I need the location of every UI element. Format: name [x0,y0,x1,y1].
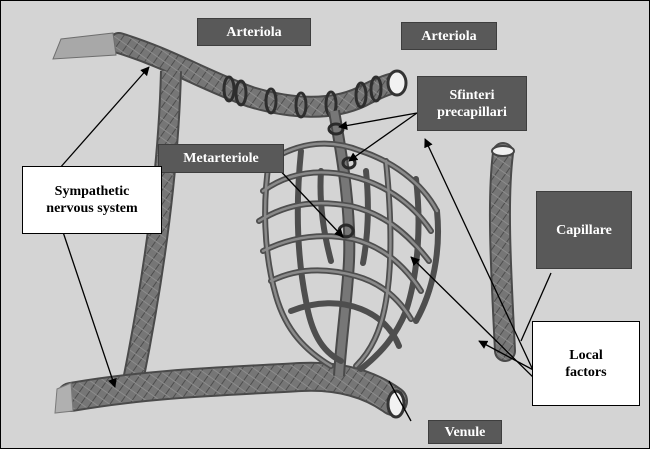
label-sympathetic-nervous-system: Sympathetic nervous system [22,166,162,234]
metarteriole-vessel [334,111,349,376]
capillary-vessel [492,146,514,351]
label-arteriola-left: Arteriola [197,18,311,46]
label-sfinteri-precapillari: Sfinteri precapillari [417,76,527,131]
label-arteriola-right: Arteriola [401,22,497,50]
label-capillare: Capillare [536,191,632,269]
label-venule: Venule [428,420,502,444]
label-metarteriole: Metarteriole [158,144,284,173]
label-local-factors: Local factors [532,321,640,406]
venule-vessel [55,377,404,417]
